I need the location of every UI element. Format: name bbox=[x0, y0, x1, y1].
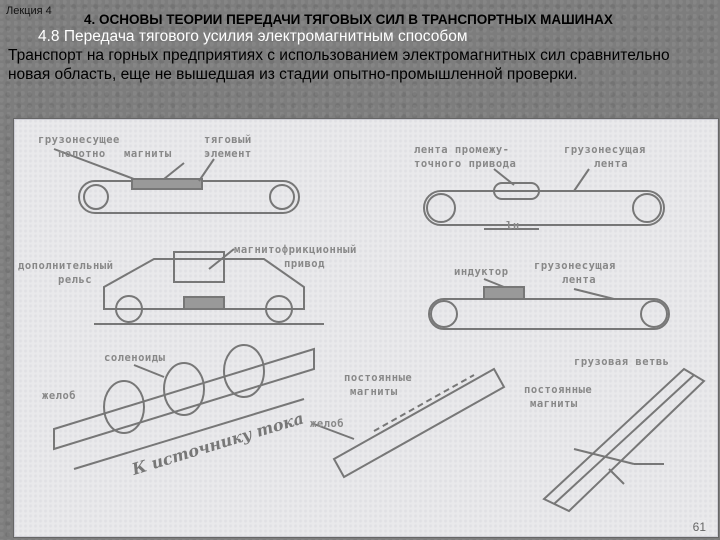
label-drive: привод bbox=[284, 258, 325, 270]
slide-body-text: Транспорт на горных предприятиях с испол… bbox=[8, 47, 670, 83]
solenoid-trough bbox=[53, 344, 315, 470]
belt-conveyor-magnets bbox=[53, 148, 300, 214]
label-load-belt-2: грузонесущая bbox=[534, 260, 616, 272]
label-intermediate-belt: лента промежу- bbox=[414, 144, 510, 156]
label-trough-2: желоб bbox=[310, 418, 344, 430]
permanent-magnets-trough bbox=[313, 367, 506, 479]
label-belt-1: лента bbox=[594, 158, 628, 170]
label-solenoids: соленоиды bbox=[104, 352, 166, 364]
label-permanent-2: постоянные bbox=[524, 384, 592, 396]
slide-title: 4. ОСНОВЫ ТЕОРИИ ПЕРЕДАЧИ ТЯГОВЫХ СИЛ В … bbox=[84, 12, 613, 27]
inductor-belt bbox=[428, 278, 670, 330]
label-magnets-1: магниты bbox=[124, 148, 172, 160]
label-dimension: lн bbox=[506, 220, 520, 232]
label-trough-1: желоб bbox=[42, 390, 76, 402]
label-canvas: полотно bbox=[58, 148, 106, 160]
belt-intermediate-drive bbox=[423, 168, 665, 230]
diagram-svg: грузонесущее полотно магниты тяговый эле… bbox=[18, 134, 706, 513]
label-load-canvas: грузонесущее bbox=[38, 134, 120, 146]
label-additional: дополнительный bbox=[18, 260, 114, 272]
label-permanent-1: постоянные bbox=[344, 372, 412, 384]
lecture-label: Лекция 4 bbox=[6, 5, 52, 17]
label-belt-2: лента bbox=[562, 274, 596, 286]
label-load-belt-1: грузонесущая bbox=[564, 144, 646, 156]
page-number: 61 bbox=[692, 520, 706, 534]
label-load-branch: грузовая ветвь bbox=[574, 356, 670, 368]
label-magnets-3: магниты bbox=[530, 398, 578, 410]
slide-subtitle: 4.8 Передача тягового усилия электромагн… bbox=[38, 28, 468, 45]
label-intermediate-drive: точного привода bbox=[414, 158, 516, 170]
magnetofriction-carriage bbox=[94, 248, 324, 325]
label-inductor: индуктор bbox=[454, 266, 509, 278]
label-magnetofriction: магнитофрикционный bbox=[234, 244, 357, 256]
label-traction: тяговый bbox=[204, 134, 252, 146]
label-element: элемент bbox=[204, 148, 252, 160]
label-rail: рельс bbox=[58, 274, 92, 286]
label-magnets-2: магниты bbox=[350, 386, 398, 398]
load-branch-belt bbox=[542, 367, 706, 513]
conveyor-diagram: грузонесущее полотно магниты тяговый эле… bbox=[13, 118, 719, 538]
